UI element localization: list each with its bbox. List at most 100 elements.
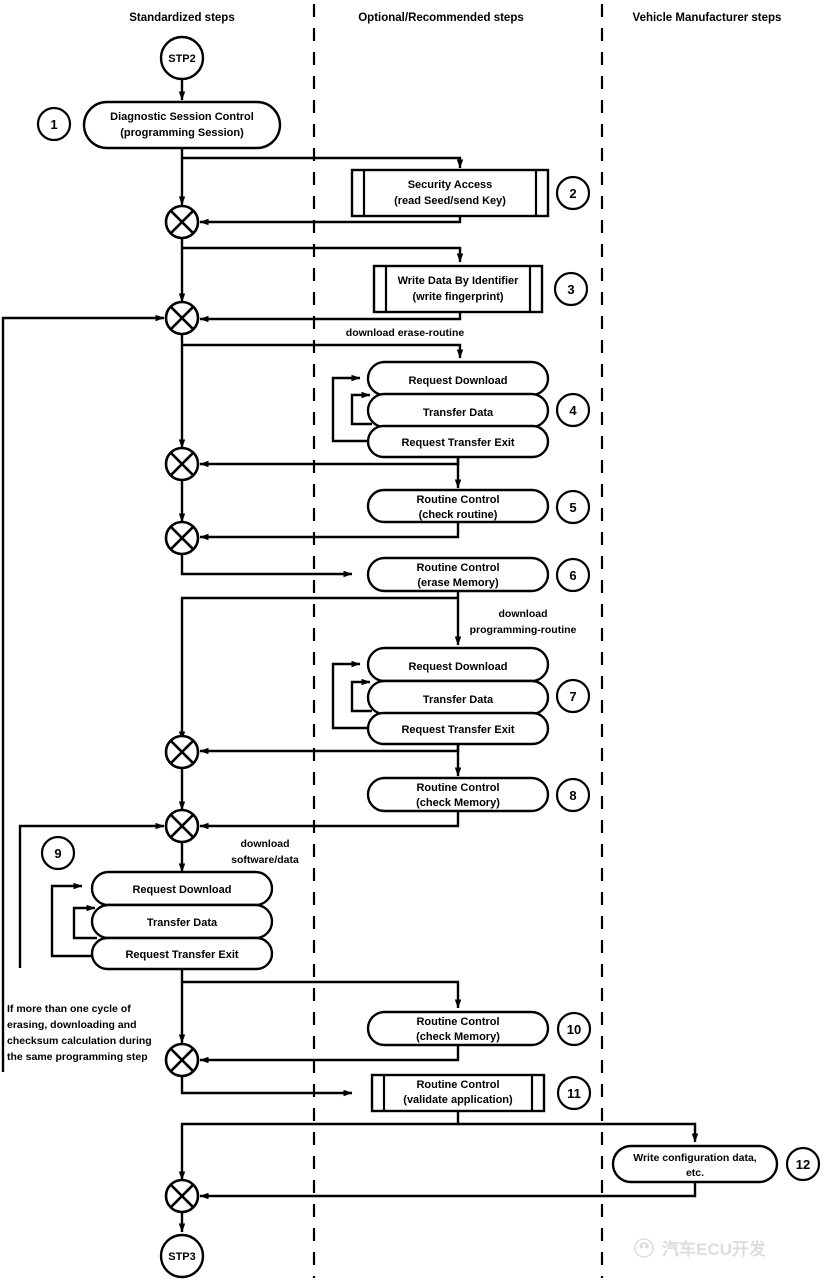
step-12[interactable]: Write configuration data, etc.: [611, 1144, 779, 1184]
step-1-line-1: Diagnostic Session Control: [110, 111, 254, 123]
step-4-number-badge: 4: [555, 392, 591, 428]
step-9[interactable]: Request Download Transfer Data Request T…: [90, 870, 274, 971]
step-10-line-2: (check Memory): [416, 1031, 500, 1043]
step-10-line-1: Routine Control: [416, 1016, 499, 1028]
step-6-line-2: (erase Memory): [417, 577, 499, 589]
step-11-number-badge: 11: [556, 1075, 592, 1111]
step-7-line-3: Request Transfer Exit: [401, 724, 514, 736]
loop-note-line-2: erasing, downloading and: [7, 1019, 137, 1031]
step-1[interactable]: Diagnostic Session Control (programming …: [82, 100, 282, 150]
step-6[interactable]: Routine Control (erase Memory): [366, 556, 550, 593]
step-7[interactable]: Request Download Transfer Data Request T…: [366, 646, 550, 746]
step-11-number: 11: [567, 1086, 581, 1101]
edge-8-to-junction-f: [199, 810, 460, 830]
edge-label-software-data-2: software/data: [231, 854, 299, 866]
step-10-number: 10: [567, 1022, 581, 1037]
step-2-line-2: (read Seed/send Key): [394, 195, 506, 207]
step-8[interactable]: Routine Control (check Memory): [366, 776, 550, 813]
step-2-number: 2: [569, 186, 576, 201]
step-11[interactable]: Routine Control (validate application): [370, 1073, 546, 1113]
step-6-line-1: Routine Control: [416, 562, 499, 574]
junction-node-b: [164, 300, 200, 336]
lane-title-standardized: Standardized steps: [129, 12, 234, 24]
junction-node-h: [164, 1178, 200, 1214]
step-9-number: 9: [54, 846, 61, 861]
edge-7-loop-outer: [331, 660, 370, 730]
watermark-logo-icon: [634, 1238, 654, 1258]
step-4-line-3: Request Transfer Exit: [401, 437, 514, 449]
step-7-number: 7: [569, 689, 576, 704]
step-5-line-1: Routine Control: [416, 494, 499, 506]
junction-node-d: [164, 520, 200, 556]
step-5-number-badge: 5: [555, 489, 591, 525]
step-6-number-badge: 6: [555, 557, 591, 593]
step-4-line-1: Request Download: [408, 375, 507, 387]
terminator-start: STP2: [159, 35, 205, 81]
junction-node-e: [164, 734, 200, 770]
step-9-line-2: Transfer Data: [147, 917, 218, 929]
edge-9-to-10: [182, 980, 462, 1009]
step-9-number-badge: 9: [40, 835, 76, 871]
edge-5-to-junction-d: [199, 522, 460, 541]
step-12-number: 12: [796, 1157, 810, 1172]
step-11-line-2: (validate application): [403, 1094, 513, 1106]
step-1-line-2: (programming Session): [120, 127, 244, 139]
lane-title-optional: Optional/Recommended steps: [358, 12, 524, 24]
step-7-line-1: Request Download: [408, 661, 507, 673]
step-5-line-2: (check routine): [419, 509, 498, 521]
edge-outer-loop-to-junction-b: [1, 314, 165, 1072]
step-8-number-badge: 8: [555, 777, 591, 813]
connectors: [1, 78, 699, 1233]
edge-9-loop-inner: [72, 904, 97, 940]
step-3-number: 3: [567, 282, 574, 297]
step-5[interactable]: Routine Control (check routine): [366, 488, 550, 524]
step-3-line-1: Write Data By Identifier: [398, 275, 520, 287]
step-1-number-badge: 1: [36, 106, 72, 142]
edge-11-to-12: [458, 1122, 699, 1143]
edge-9-loopback-to-junction-f: [18, 822, 165, 968]
edge-2-to-junction-a: [199, 215, 462, 226]
step-7-line-2: Transfer Data: [423, 694, 494, 706]
step-6-number: 6: [569, 568, 576, 583]
step-9-line-3: Request Transfer Exit: [125, 949, 238, 961]
edge-4-loop-outer: [331, 374, 370, 443]
lane-dividers: [312, 4, 604, 1278]
junction-nodes: [164, 204, 200, 1214]
edge-label-programming-routine-1: download: [499, 608, 548, 620]
step-9-line-1: Request Download: [132, 884, 231, 896]
edge-junction-d-to-6: [180, 554, 353, 578]
watermark-text: 汽车ECU开发: [662, 1239, 767, 1259]
edge-9-loop-outer: [50, 882, 95, 958]
step-4-line-2: Transfer Data: [423, 407, 494, 419]
junction-node-c: [164, 446, 200, 482]
step-12-number-badge: 12: [785, 1146, 821, 1182]
edge-7-loop-inner: [350, 678, 372, 713]
edge-label-erase-routine: download erase-routine: [346, 327, 465, 339]
step-4-number: 4: [569, 403, 577, 418]
step-8-number: 8: [569, 788, 576, 803]
edge-label-software-data-1: download: [241, 838, 290, 850]
edge-3-to-junction-b: [199, 311, 462, 323]
loop-note-line-3: checksum calculation during: [7, 1035, 152, 1047]
step-3-line-2: (write fingerprint): [412, 291, 503, 303]
step-4[interactable]: Request Download Transfer Data Request T…: [366, 360, 550, 459]
edge-1-to-2: [182, 156, 464, 169]
lane-titles: Standardized steps Optional/Recommended …: [129, 12, 781, 24]
step-3-number-badge: 3: [553, 271, 589, 307]
step-10-number-badge: 10: [556, 1011, 592, 1047]
edge-11-to-junction-h: [178, 1110, 460, 1181]
step-2[interactable]: Security Access (read Seed/send Key): [350, 168, 550, 218]
step-8-line-1: Routine Control: [416, 782, 499, 794]
junction-node-f: [164, 808, 200, 844]
step-7-number-badge: 7: [555, 678, 591, 714]
step-10[interactable]: Routine Control (check Memory): [366, 1010, 550, 1047]
step-1-number: 1: [50, 117, 57, 132]
edge-junction-a-to-3: [182, 246, 464, 263]
step-3[interactable]: Write Data By Identifier (write fingerpr…: [372, 264, 544, 314]
step-2-number-badge: 2: [555, 175, 591, 211]
step-11-line-1: Routine Control: [416, 1079, 499, 1091]
terminator-end: STP3: [159, 1233, 205, 1279]
step-12-line-2: etc.: [686, 1167, 704, 1179]
